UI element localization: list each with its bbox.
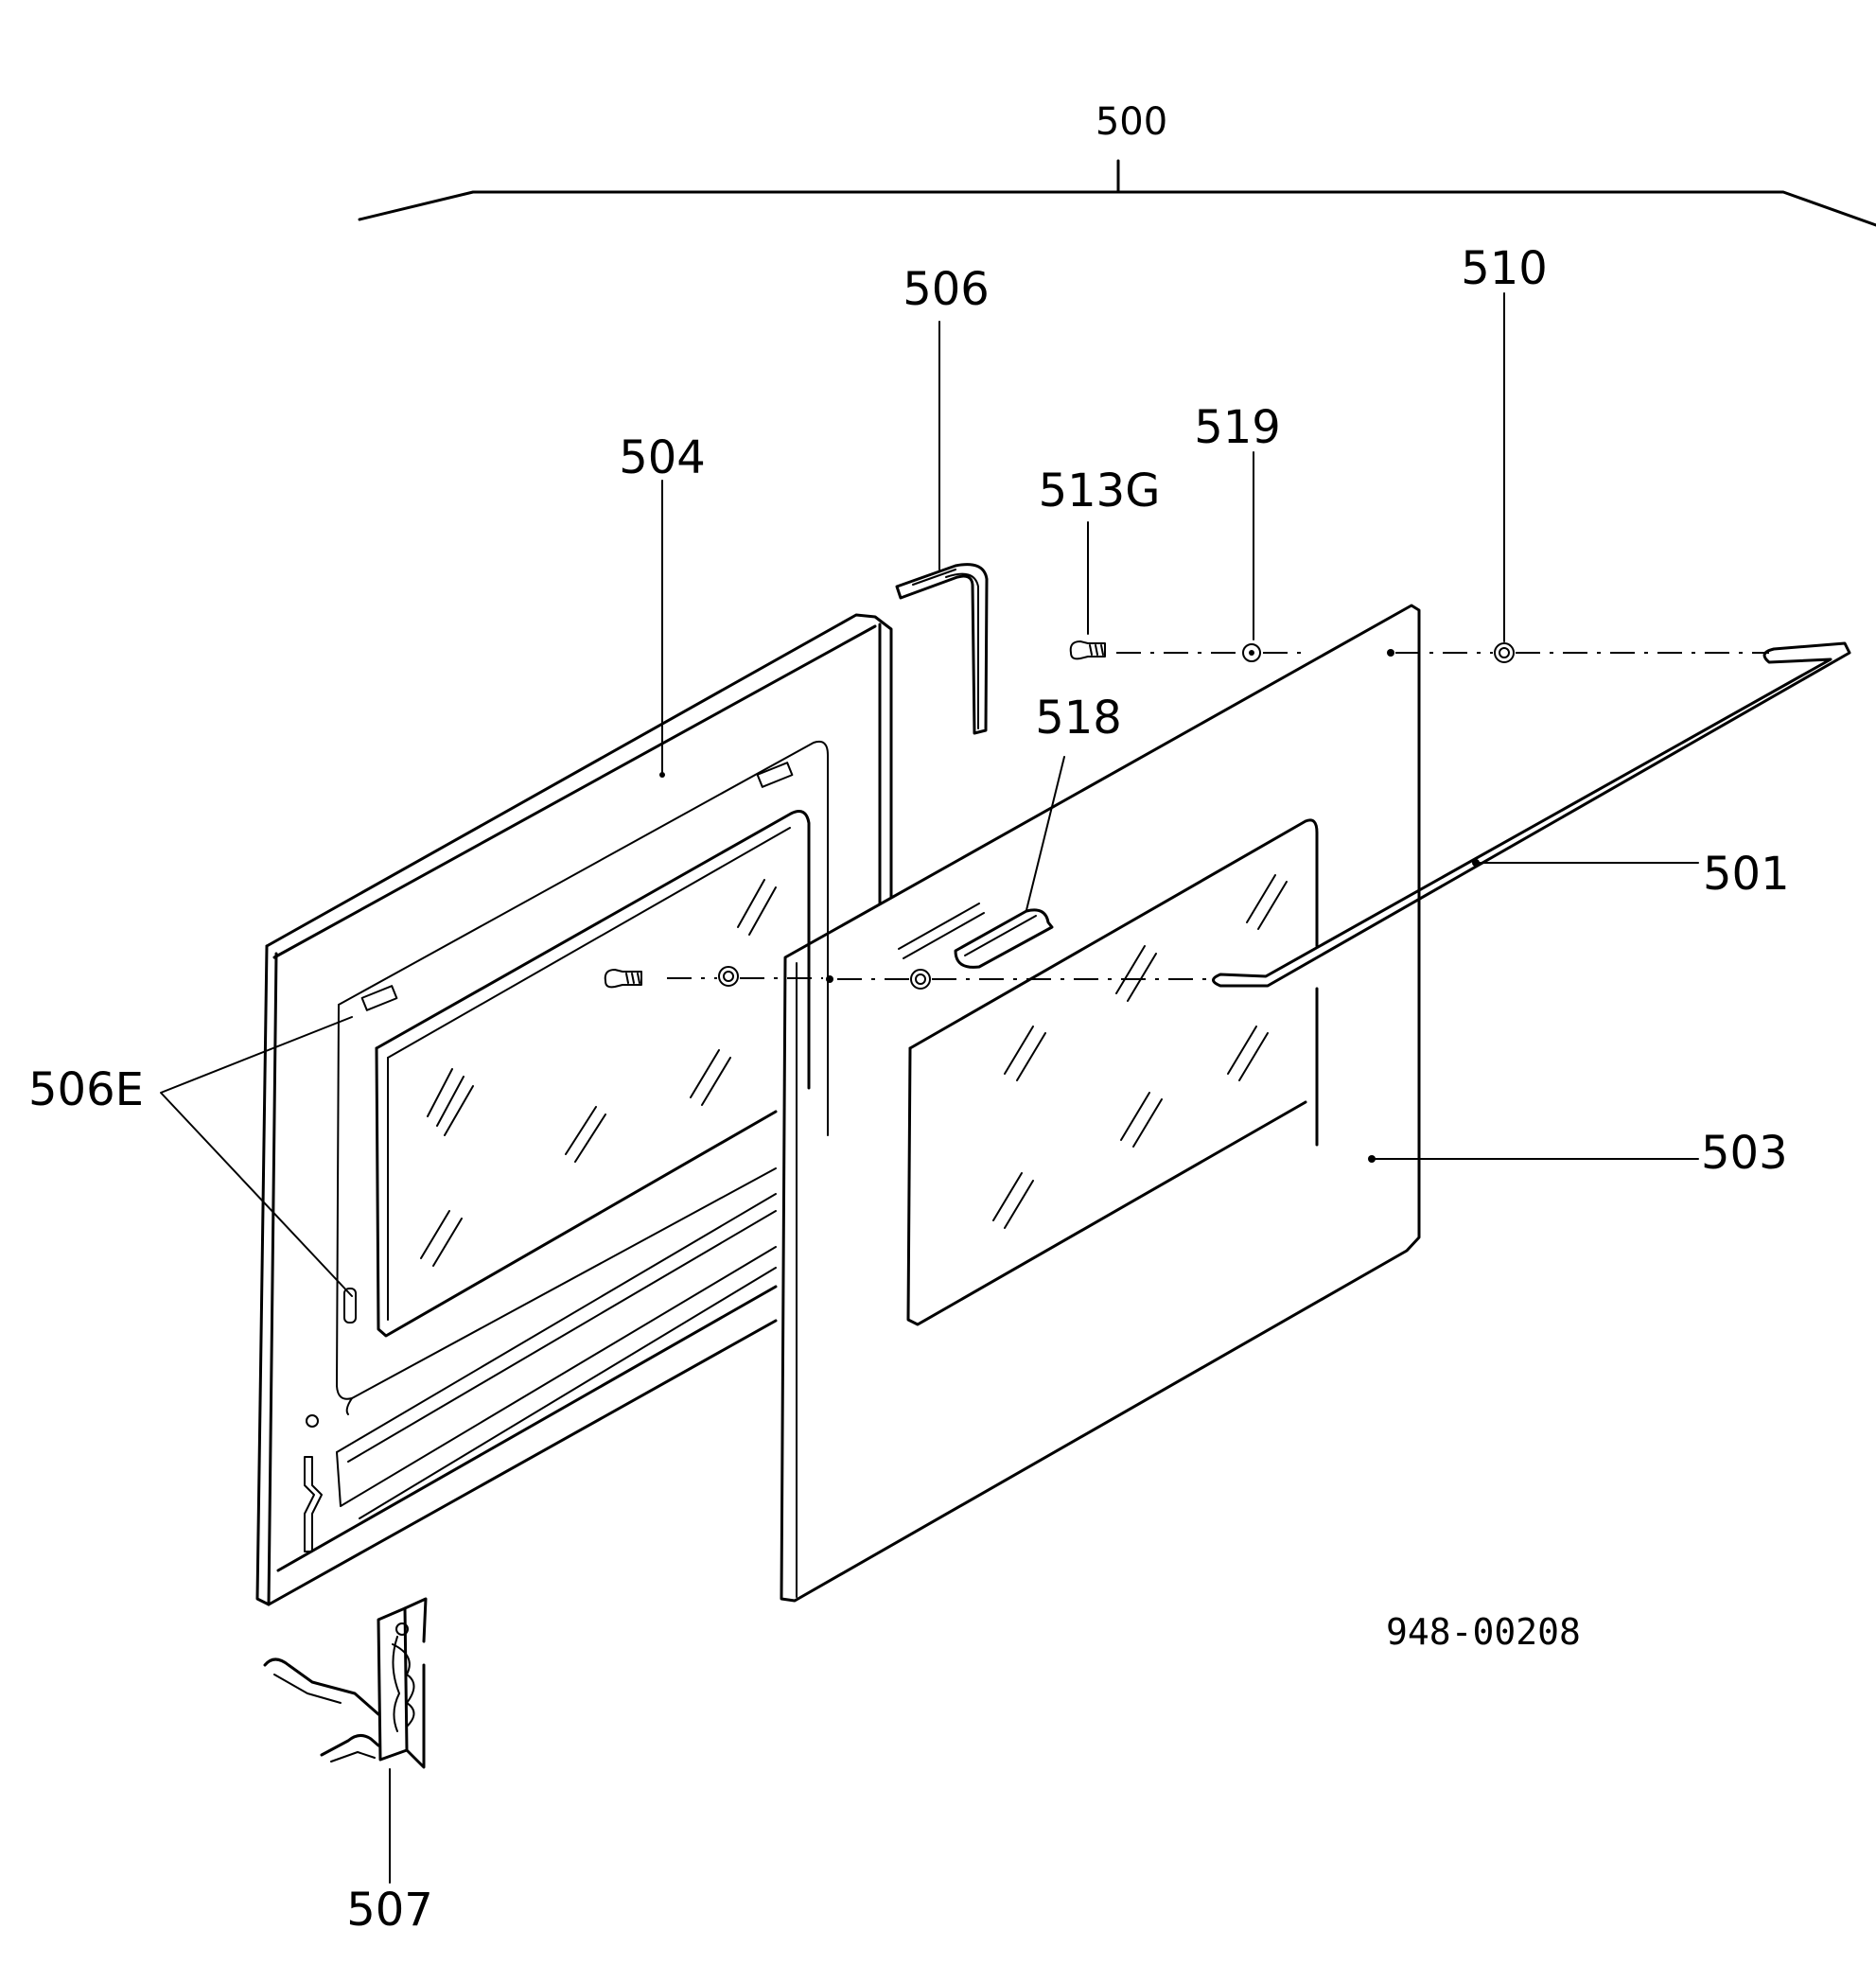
- door-seal-506: [895, 563, 989, 735]
- washer-lower-left: [718, 966, 739, 987]
- label-501: 501: [1703, 848, 1790, 901]
- screw-513g: [1069, 640, 1106, 660]
- hole-upper: [1387, 649, 1394, 657]
- spacer-519: [1242, 643, 1261, 662]
- label-500: 500: [1096, 100, 1167, 144]
- inner-door-panel-504: [255, 613, 893, 1606]
- handle-518: [954, 908, 1054, 969]
- rail-501: [1212, 641, 1851, 988]
- label-510: 510: [1461, 242, 1548, 295]
- screw-lower: [604, 969, 642, 989]
- assembly-axes: [667, 652, 1769, 980]
- assembly-bracket-500: [358, 159, 1876, 227]
- hinge-507: [263, 1597, 428, 1769]
- hole-lower: [826, 975, 833, 983]
- washer-510: [1494, 642, 1515, 663]
- leader-lines: [160, 292, 1699, 1884]
- label-518: 518: [1035, 692, 1122, 745]
- part-labels: 500 506 510 519 504 513G 518 501 506E 50…: [28, 100, 1790, 1937]
- label-519: 519: [1194, 401, 1281, 454]
- drawing-number: 948-00208: [1386, 1611, 1581, 1653]
- outer-door-panel-503: [780, 604, 1421, 1603]
- label-503: 503: [1701, 1127, 1788, 1180]
- label-506e: 506E: [28, 1063, 144, 1116]
- label-506: 506: [903, 263, 990, 316]
- label-504: 504: [619, 431, 706, 484]
- label-513g: 513G: [1039, 465, 1161, 517]
- label-507: 507: [346, 1884, 433, 1937]
- washer-lower-right: [910, 969, 931, 990]
